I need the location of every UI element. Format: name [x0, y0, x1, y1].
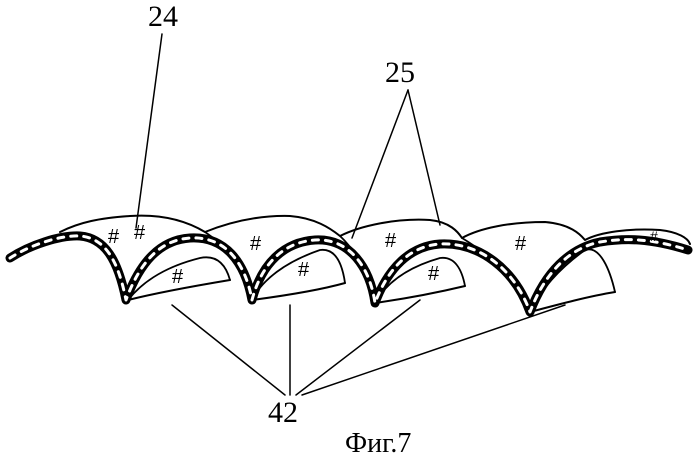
- hatch-mark: #: [428, 263, 440, 285]
- leader-24: [136, 34, 162, 228]
- hatch-mark: #: [515, 233, 527, 255]
- hatch-mark: #: [650, 228, 658, 244]
- hatch-mark: #: [108, 226, 120, 248]
- leader-42-c: [296, 300, 420, 395]
- hatch-mark: #: [172, 266, 184, 288]
- leader-42-a: [172, 305, 285, 395]
- figure-caption: Фиг.7: [345, 430, 411, 458]
- leader-42-d: [302, 305, 565, 395]
- reference-label-25: 25: [385, 58, 415, 88]
- hatch-mark: #: [134, 222, 146, 244]
- hatch-mark: #: [385, 230, 397, 252]
- leader-25-b: [408, 90, 440, 225]
- leader-25-a: [352, 90, 408, 238]
- reference-label-42: 42: [268, 398, 298, 428]
- hatch-mark: #: [250, 233, 262, 255]
- reference-label-24: 24: [148, 2, 178, 32]
- hatch-mark: #: [298, 259, 310, 281]
